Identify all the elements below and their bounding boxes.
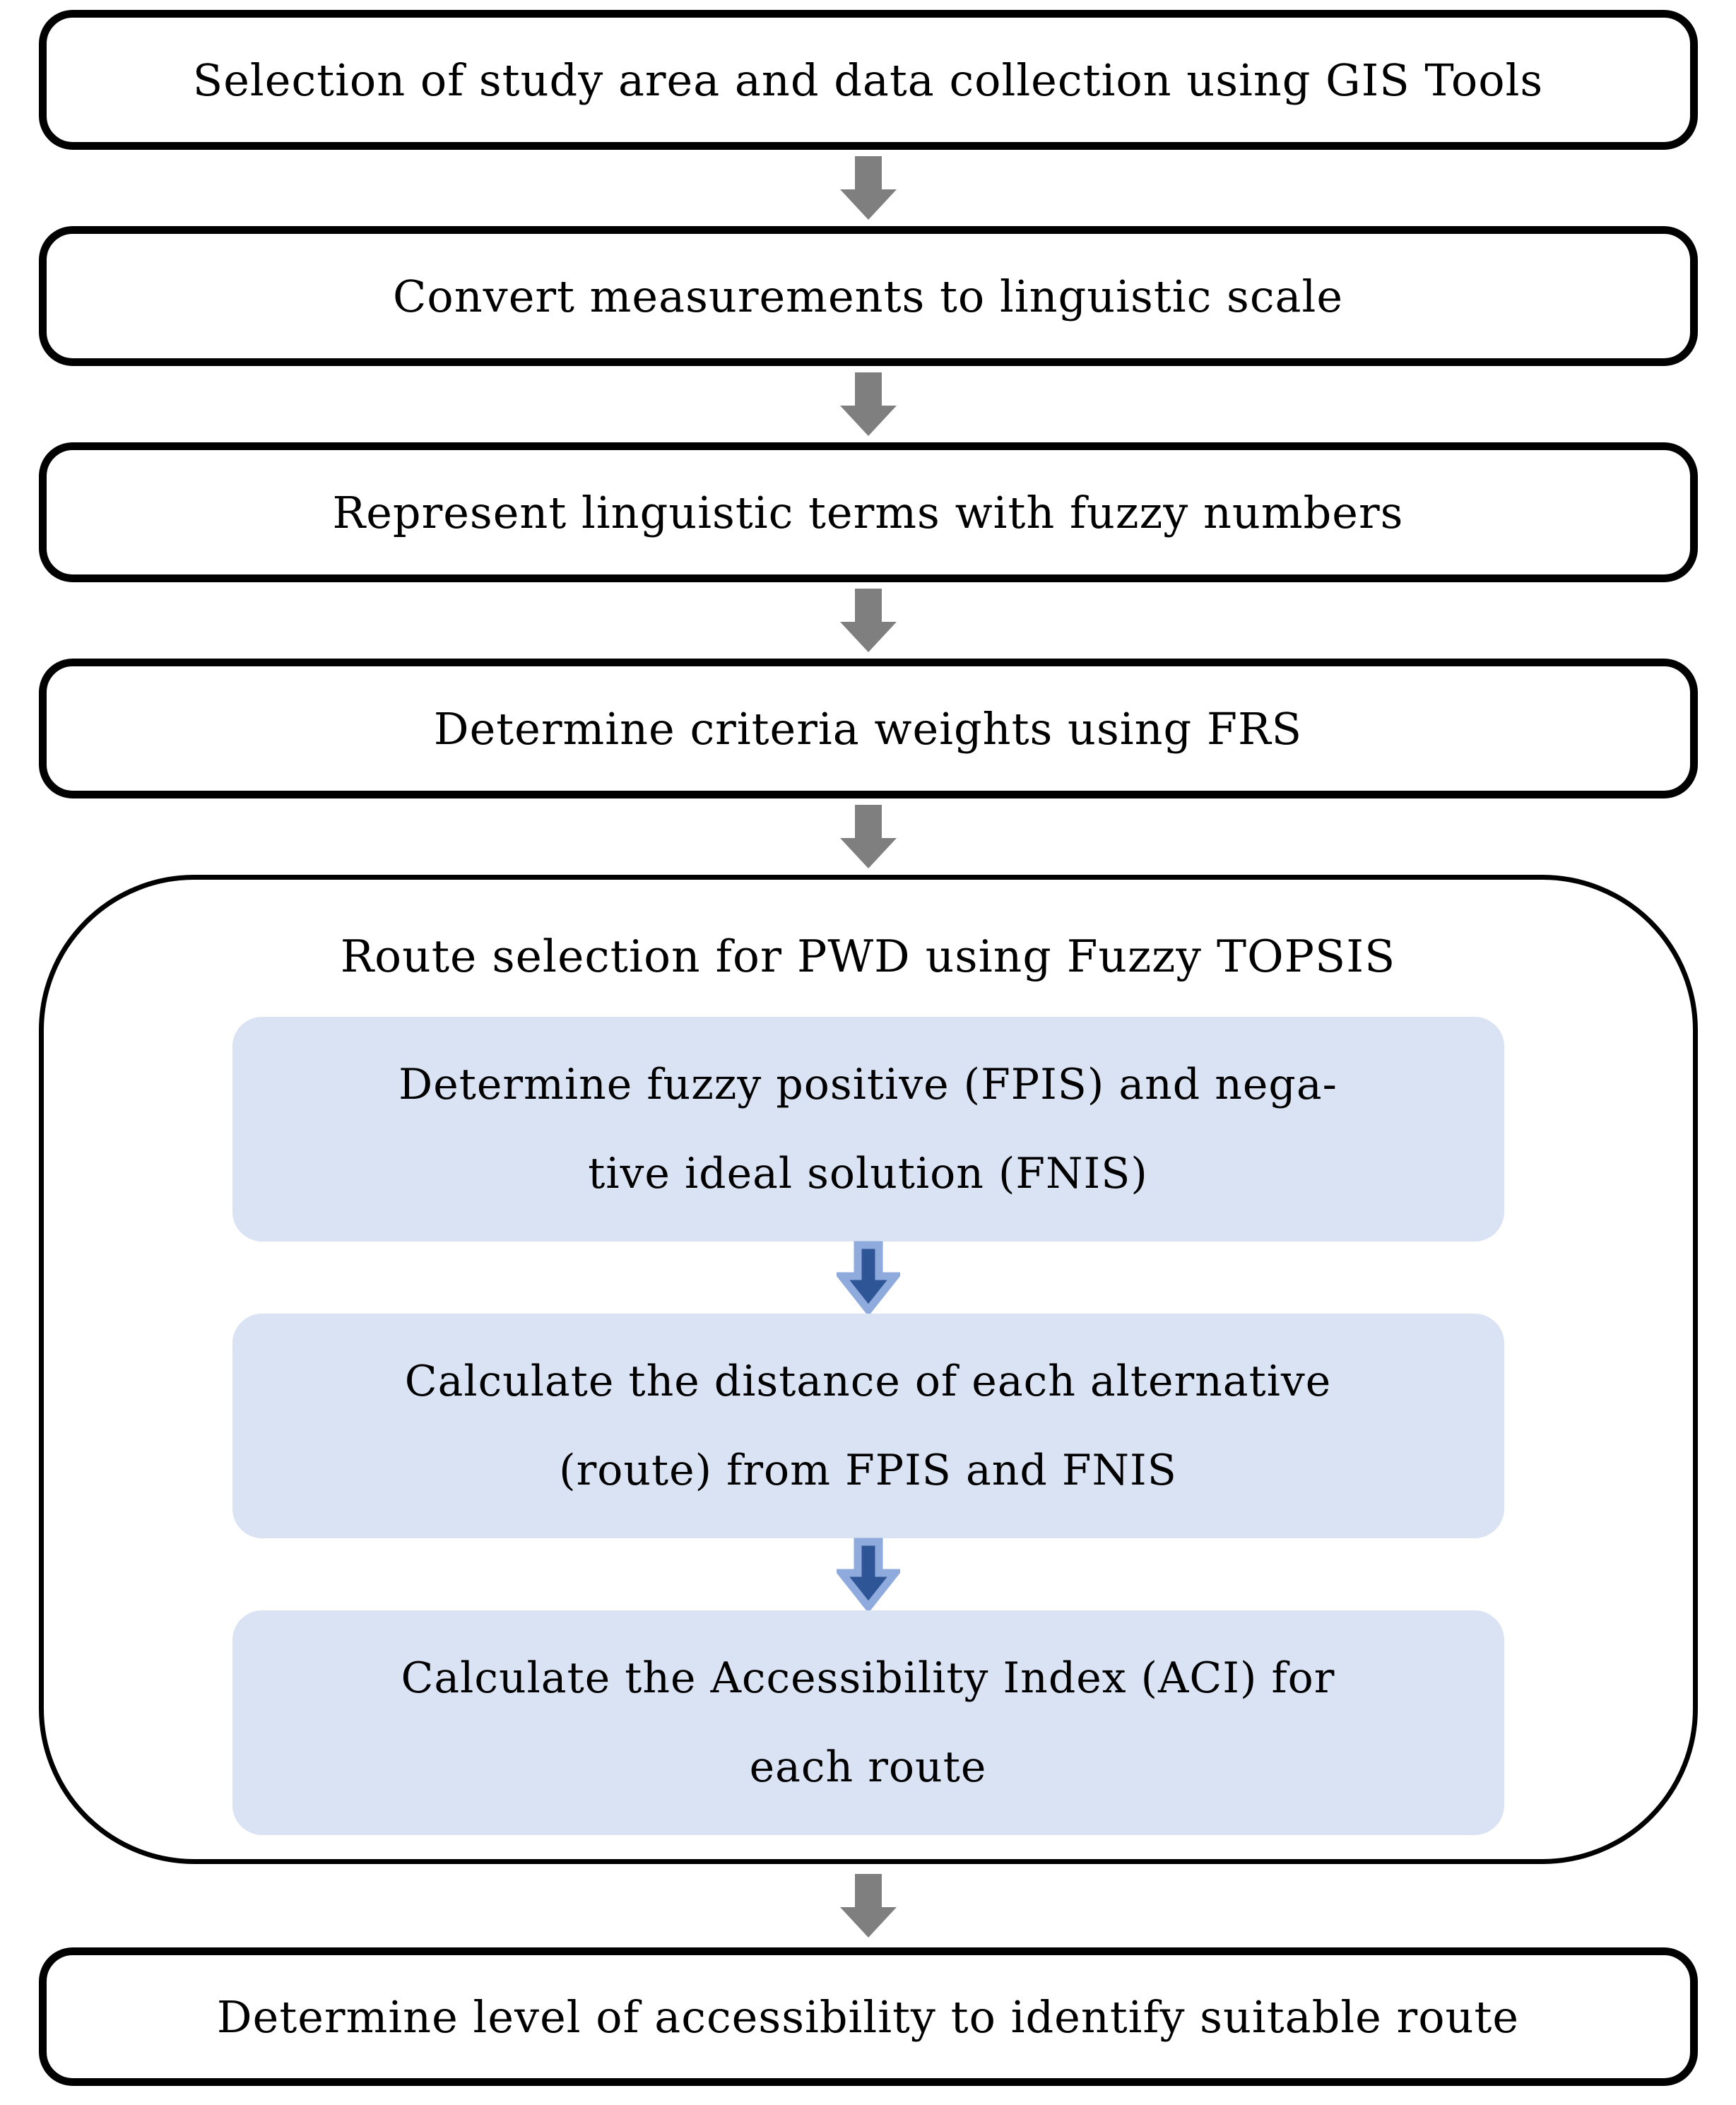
flow-box-represent-linguistic-label: Represent linguistic terms with fuzzy nu… (332, 486, 1404, 538)
down-arrow-icon (839, 372, 897, 436)
step-determine-fpis-fnis: Determine fuzzy positive (FPIS) and nega… (232, 1017, 1504, 1242)
flow-box-determine-accessibility: Determine level of accessibility to iden… (38, 1947, 1698, 2086)
fuzzy-topsis-title: Route selection for PWD using Fuzzy TOPS… (340, 930, 1396, 982)
step-calculate-aci-line2: each route (749, 1743, 987, 1792)
step-arrow-2 (836, 1538, 900, 1611)
down-arrow-icon (839, 1874, 897, 1938)
down-arrow-icon (836, 1241, 900, 1314)
step-determine-fpis-fnis-line1: Determine fuzzy positive (FPIS) and nega… (398, 1060, 1338, 1109)
step-determine-fpis-fnis-line2: tive ideal solution (FNIS) (588, 1149, 1148, 1198)
flow-box-determine-accessibility-label: Determine level of accessibility to iden… (216, 1991, 1520, 2043)
flow-arrow-4 (839, 798, 897, 875)
flow-arrow-2 (839, 366, 897, 442)
flow-box-convert-measurements: Convert measurements to linguistic scale (38, 226, 1698, 366)
flow-box-represent-linguistic: Represent linguistic terms with fuzzy nu… (38, 442, 1698, 582)
flow-box-criteria-weights: Determine criteria weights using FRS (38, 659, 1698, 798)
down-arrow-icon (839, 805, 897, 868)
down-arrow-icon (839, 156, 897, 220)
step-calculate-aci: Calculate the Accessibility Index (ACI) … (232, 1610, 1504, 1835)
down-arrow-icon (836, 1538, 900, 1611)
step-calculate-distance-line2: (route) from FPIS and FNIS (559, 1446, 1177, 1495)
step-calculate-distance: Calculate the distance of each alternati… (232, 1314, 1504, 1538)
flow-arrow-5 (839, 1864, 897, 1947)
flow-box-convert-measurements-label: Convert measurements to linguistic scale (392, 270, 1344, 322)
flow-arrow-3 (839, 582, 897, 659)
step-arrow-1 (836, 1241, 900, 1314)
fuzzy-topsis-container: Route selection for PWD using Fuzzy TOPS… (38, 875, 1698, 1864)
down-arrow-icon (839, 589, 897, 652)
step-calculate-distance-line1: Calculate the distance of each alternati… (404, 1357, 1332, 1406)
flow-box-study-area: Selection of study area and data collect… (38, 10, 1698, 150)
flow-box-criteria-weights-label: Determine criteria weights using FRS (433, 702, 1303, 755)
flow-box-study-area-label: Selection of study area and data collect… (192, 54, 1544, 106)
flow-arrow-1 (839, 150, 897, 226)
step-calculate-aci-line1: Calculate the Accessibility Index (ACI) … (401, 1653, 1335, 1703)
